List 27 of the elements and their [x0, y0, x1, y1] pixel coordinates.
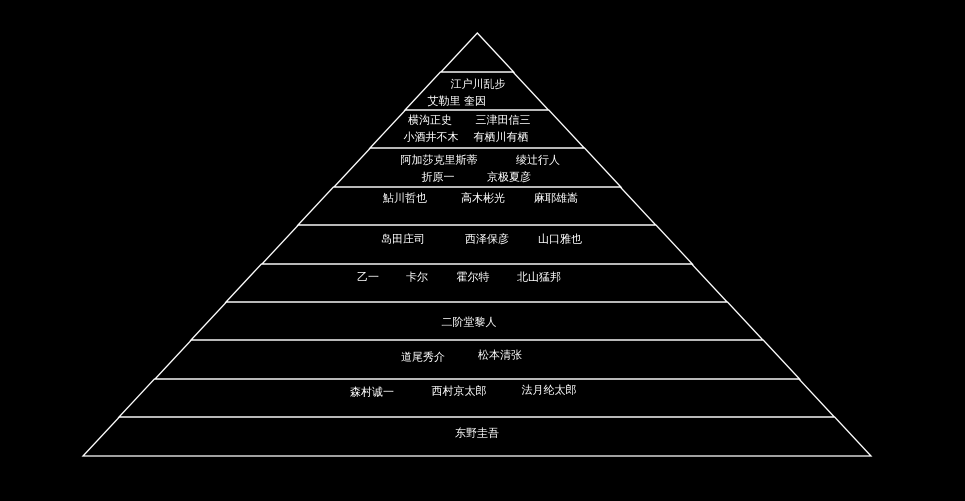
name-label: 北山猛邦: [516, 270, 561, 284]
name-label: 乙一: [356, 270, 379, 284]
name-label: 三津田信三: [475, 114, 530, 126]
name-label: 西泽保彦: [464, 232, 509, 246]
name-label: 卡尔: [406, 270, 428, 284]
name-label: 岛田庄司: [380, 232, 425, 246]
name-label: 鮎川哲也: [382, 192, 427, 204]
name-label: 小酒井不木: [403, 130, 458, 144]
name-label: 山口雅也: [538, 232, 582, 246]
name-label: 道尾秀介: [400, 350, 445, 364]
name-label: 有栖川有栖: [473, 130, 528, 144]
name-label: 法月纶太郎: [521, 384, 576, 396]
name-label: 二阶堂黎人: [441, 316, 496, 328]
name-label: 麻耶雄嵩: [534, 192, 578, 204]
name-label: 京极夏彦: [486, 170, 531, 184]
name-label: 高木彬光: [460, 192, 505, 204]
name-label: 江户川乱步: [450, 78, 506, 90]
name-label: 横沟正史: [408, 114, 452, 126]
name-label: 阿加莎克里斯蒂: [400, 154, 478, 166]
name-label: 东野圭吾: [455, 426, 499, 440]
name-label: 松本清张: [478, 348, 522, 362]
name-label: 西村京太郎: [431, 384, 486, 398]
name-label: 绫辻行人: [516, 154, 560, 166]
name-label: 艾勒里 奎因: [428, 94, 486, 108]
name-label: 霍尔特: [456, 270, 490, 284]
name-label: 森村诚一: [350, 386, 394, 398]
name-label: 折原一: [421, 170, 454, 184]
